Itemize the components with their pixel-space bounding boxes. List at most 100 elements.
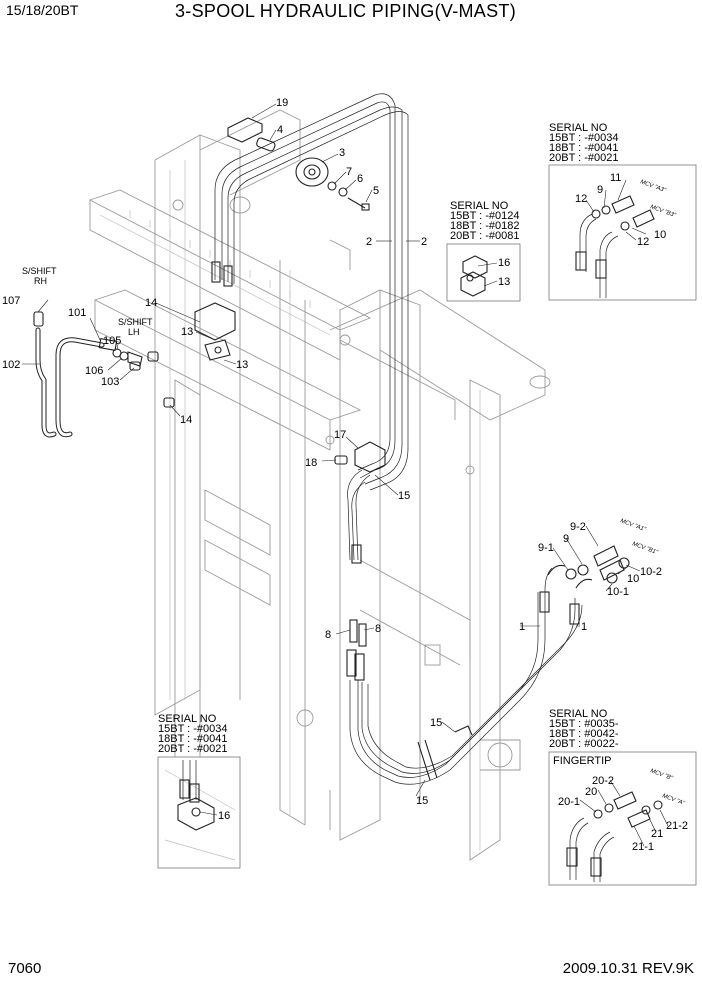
sshift-lh-line1: S/SHIFT: [118, 317, 153, 327]
washer-part-6: [338, 187, 348, 197]
callout-14-lower: 14: [180, 414, 192, 426]
callout-20-1: 20-1: [558, 796, 580, 808]
main-hose-part-1: [349, 564, 593, 785]
callout-107: 107: [2, 295, 20, 307]
callout-15-lower: 15: [416, 795, 428, 807]
serial-mid-title: SERIAL NO: [450, 200, 509, 212]
serial-mid-line2: 18BT : -#0182: [450, 220, 520, 232]
callout-19: 19: [276, 97, 288, 109]
serial-mid-line1: 15BT : -#0124: [450, 210, 520, 222]
serial-bl-line3: 20BT : -#0021: [158, 743, 228, 755]
sideshift-hose-part-102: [33, 311, 57, 438]
pin-part-4: [256, 137, 276, 152]
callout-tr-11: 11: [610, 172, 621, 184]
callout-1-left: 1: [519, 621, 525, 633]
serial-br-line3: 20BT : #0022-: [549, 738, 619, 750]
sshift-lh-line2: LH: [128, 327, 140, 337]
serial-mid-line3: 20BT : -#0081: [450, 230, 520, 242]
inset-bottom-left: [157, 756, 241, 869]
callout-5: 5: [373, 185, 379, 197]
serial-br-line1: 15BT : #0035-: [549, 718, 619, 730]
serial-tr-line1: 15BT : -#0034: [549, 132, 619, 144]
page-number: 7060: [8, 960, 42, 977]
callout-21-1: 21-1: [632, 841, 654, 853]
sheave-part-3: [295, 157, 329, 187]
page-title: 3-SPOOL HYDRAULIC PIPING(V-MAST): [175, 1, 516, 21]
callout-6: 6: [357, 173, 363, 185]
sideshift-labels: S/SHIFT RH S/SHIFT LH: [22, 266, 153, 337]
callout-15-upper: 15: [398, 490, 410, 502]
callout-tr-12b: 12: [637, 236, 649, 248]
callout-15-mid: 15: [430, 717, 442, 729]
plug-part-14: [147, 351, 175, 408]
fingertip-subtitle: FINGERTIP: [553, 755, 611, 767]
mast-hose-part-15: [347, 469, 371, 564]
adapter-part-9: [565, 545, 619, 580]
callout-bl-16: 16: [218, 810, 230, 822]
serial-bl-title: SERIAL NO: [158, 713, 217, 725]
callout-101: 101: [68, 307, 86, 319]
serial-br-line2: 18BT : #0042-: [549, 728, 619, 740]
fittings-part-105-106-103: [112, 348, 143, 371]
tee-block-part-13: [194, 302, 236, 361]
callout-17: 17: [334, 429, 346, 441]
inset-top-right: [548, 164, 697, 301]
leader-lines: [22, 103, 669, 847]
sideshift-hose-part-101: [55, 337, 118, 438]
serial-tr-title: SERIAL NO: [549, 122, 608, 134]
callout-9-1: 9-1: [538, 542, 554, 554]
sshift-rh-line1: S/SHIFT: [22, 266, 57, 276]
callout-13-lower: 13: [236, 359, 248, 371]
callout-10-2: 10-2: [640, 566, 662, 578]
serial-blocks: SERIAL NO 15BT : -#0034 18BT : -#0041 20…: [158, 122, 619, 767]
callout-9-2: 9-2: [570, 521, 586, 533]
callout-8-right: 8: [375, 623, 381, 635]
callout-106: 106: [85, 365, 103, 377]
inset-mid: [446, 243, 521, 302]
callout-4: 4: [277, 124, 283, 136]
washer-part-7: [327, 181, 337, 191]
adapter-part-10: [599, 557, 630, 584]
callout-102: 102: [2, 359, 20, 371]
mast-frame: [89, 109, 551, 861]
clip-part-15: [417, 725, 473, 781]
serial-tr-line2: 18BT : -#0041: [549, 142, 619, 154]
serial-tr-line3: 20BT : -#0021: [549, 152, 619, 164]
model-code: 15/18/20BT: [6, 2, 79, 18]
callout-1-right: 1: [581, 621, 587, 633]
callout-20-2: 20-2: [592, 775, 614, 787]
callout-2-right: 2: [421, 236, 427, 248]
top-bracket-part-19: [227, 117, 263, 143]
callout-3: 3: [339, 147, 345, 159]
bolt-part-5: [347, 197, 370, 211]
callout-9: 9: [563, 533, 569, 545]
serial-bl-line1: 15BT : -#0034: [158, 723, 228, 735]
date-revision: 2009.10.31 REV.9K: [562, 960, 694, 977]
serial-bl-line2: 18BT : -#0041: [158, 733, 228, 745]
serial-br-title: SERIAL NO: [549, 708, 608, 720]
callout-8-left: 8: [325, 629, 331, 641]
callout-2-left: 2: [366, 236, 372, 248]
callout-21: 21: [651, 828, 663, 840]
callout-mid-13: 13: [498, 276, 510, 288]
sshift-rh-line2: RH: [34, 276, 47, 286]
callout-10-1: 10-1: [607, 586, 629, 598]
union-part-8: [346, 619, 367, 681]
callout-tr-12a: 12: [575, 193, 587, 205]
part-callouts: 19 4 3 7 6 5 2 2 14 13 13 14 107 101 102…: [2, 97, 688, 853]
callout-14-upper: 14: [145, 297, 157, 309]
callout-105: 105: [103, 335, 121, 347]
inset-bottom-right: [548, 751, 697, 886]
callout-20: 20: [585, 786, 597, 798]
callout-13-upper: 13: [181, 326, 193, 338]
mcv-b1-label: MCV "B1": [631, 541, 659, 556]
clamp-part-17-18: [334, 441, 386, 473]
callout-tr-10: 10: [654, 229, 666, 241]
mast-hose-loop-part-2: [211, 93, 409, 491]
callout-103: 103: [101, 376, 119, 388]
callout-7: 7: [346, 166, 352, 178]
callout-mid-16: 16: [498, 257, 510, 269]
callout-tr-9: 9: [597, 184, 603, 196]
callout-18: 18: [305, 457, 317, 469]
